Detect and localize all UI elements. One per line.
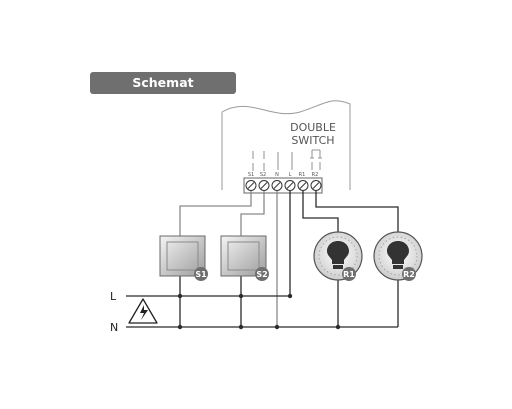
device-name-line1: DOUBLE: [290, 121, 336, 134]
lamp-r2: R2: [373, 231, 423, 281]
live-line-label: L: [110, 290, 117, 303]
lamp-r1: R1: [313, 231, 363, 281]
terminal-label-s2: S2: [260, 172, 266, 178]
switch-s1: S1: [159, 235, 208, 281]
wires: [126, 191, 399, 328]
switch-s2: S2: [220, 235, 269, 281]
device-name-line2: SWITCH: [291, 134, 334, 147]
internal-circuit-marks: [252, 149, 322, 171]
bulb-icon: [387, 241, 409, 269]
lamp-r2-label: R2: [403, 270, 415, 279]
terminal-block: [243, 177, 323, 194]
high-voltage-warning-icon: [128, 298, 158, 324]
terminal-label-n: N: [275, 172, 279, 178]
switch-s1-label: S1: [195, 270, 207, 279]
switch-s2-label: S2: [256, 270, 267, 279]
terminal-label-l: L: [289, 172, 292, 178]
terminal-label-r2: R2: [312, 172, 319, 178]
terminal-labels: S1 S2 N L R1 R2: [248, 172, 319, 178]
device-module: [221, 100, 351, 190]
junction-dots: [177, 293, 341, 330]
terminal-label-s1: S1: [248, 172, 254, 178]
neutral-line-label: N: [110, 321, 118, 334]
schematic-title: Schemat podłączenia: [90, 72, 236, 112]
bulb-icon: [327, 241, 349, 269]
terminal-label-r1: R1: [299, 172, 306, 178]
lamp-r1-label: R1: [343, 270, 355, 279]
